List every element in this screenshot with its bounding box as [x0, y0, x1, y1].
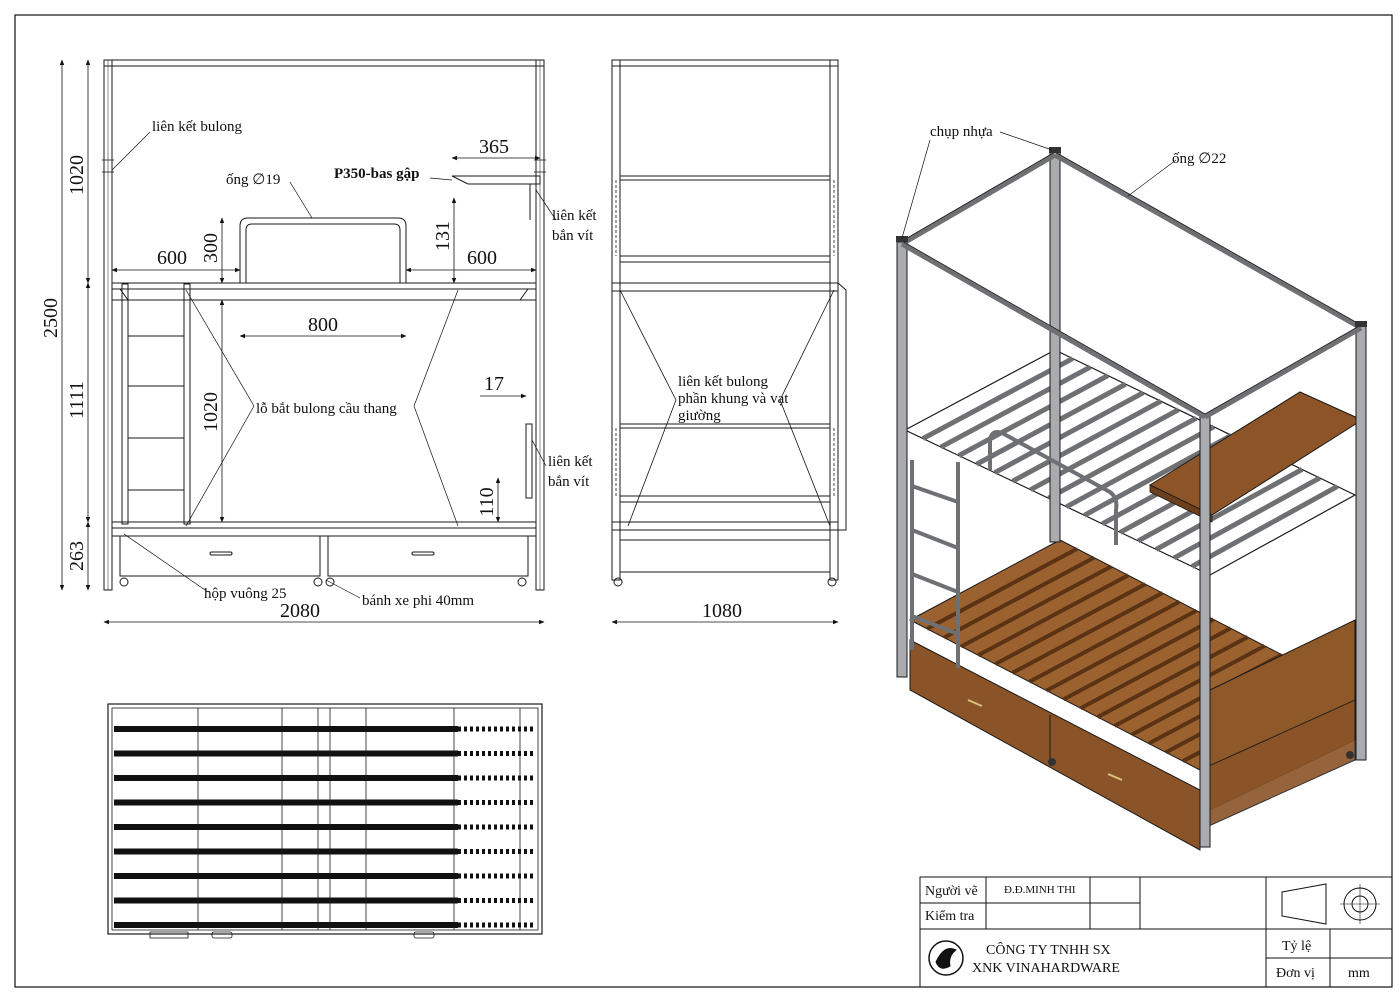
front-view-notes: liên kết bulong ống ∅19 P350-bas gập liê…: [152, 119, 597, 609]
lower-slat: [1062, 617, 1215, 702]
slat: [114, 848, 458, 855]
slat: [114, 799, 458, 806]
note-ladder-bolts: lỗ bắt bulong cầu thang: [256, 401, 397, 417]
lower-slat: [1045, 608, 1198, 693]
lower-slat: [943, 555, 1096, 640]
slat: [114, 775, 458, 781]
dim-left-gap: 600: [157, 247, 187, 269]
dim-middle-height: 1111: [66, 381, 88, 419]
top-view-slats: [114, 726, 536, 928]
lower-slat: [1113, 644, 1266, 728]
note-pipe-22: ống ∅22: [1172, 151, 1226, 167]
upper-slat: [1065, 424, 1216, 509]
dim-guard-height: 300: [200, 233, 222, 263]
lower-slat: [926, 547, 1079, 631]
title-block: [919, 876, 1393, 988]
dim-ladder-height: 1020: [200, 392, 222, 432]
upper-deck-slats: [921, 356, 1339, 569]
slat: [114, 750, 458, 757]
slat: [114, 726, 458, 732]
dim-guard-width: 800: [308, 314, 338, 336]
upper-slat: [1172, 475, 1321, 561]
slat: [114, 824, 458, 830]
upper-slat: [993, 390, 1145, 475]
side-view-dimensions: [611, 289, 839, 625]
upper-slat: [1154, 467, 1304, 552]
title-block-text: Người vẽ Đ.Đ.MINH THI Kiểm tra CÔNG TY T…: [925, 884, 1370, 981]
company-line1: CÔNG TY TNHH SX: [986, 941, 1111, 958]
isometric-leaders: [901, 131, 1177, 239]
note-bolt-joint: liên kết bulong: [152, 119, 242, 135]
slat: [114, 873, 458, 879]
dim-upper-height: 1020: [66, 155, 88, 195]
note-caster: bánh xe phi 40mm: [362, 593, 474, 609]
dim-drawer-gap: 110: [476, 487, 498, 516]
dim-guard-inner: 131: [432, 221, 454, 251]
upper-slat: [1190, 484, 1339, 569]
slat: [114, 922, 458, 928]
lower-slat: [977, 573, 1130, 658]
unit-value: mm: [1348, 966, 1370, 981]
lower-slat: [994, 582, 1147, 666]
lower-slat: [960, 564, 1113, 649]
company-line2: XNK VINAHARDWARE: [972, 961, 1120, 976]
upper-slat: [1011, 398, 1163, 484]
note-plastic-cap: chụp nhựa: [930, 124, 993, 140]
drawn-by-label: Người vẽ: [925, 884, 978, 899]
sheet-border: [14, 14, 1393, 988]
lower-slat: [1028, 600, 1181, 684]
dim-right-gap: 600: [467, 247, 497, 269]
dim-lower-height: 263: [66, 541, 88, 571]
upper-slat: [957, 373, 1110, 458]
dim-overall-length: 2080: [280, 600, 320, 622]
slat: [114, 897, 458, 904]
note-pipe-19: ống ∅19: [226, 172, 280, 188]
front-elevation-view: [102, 59, 546, 591]
dim-total-height: 2500: [40, 298, 62, 338]
upper-slat: [939, 364, 1092, 450]
drawn-by-value: Đ.Đ.MINH THI: [1004, 884, 1076, 896]
side-elevation-view: [611, 59, 847, 587]
unit-label: Đơn vị: [1276, 966, 1315, 981]
upper-slat: [1047, 416, 1198, 501]
dim-side-offset: 17: [484, 373, 504, 395]
checked-label: Kiểm tra: [925, 909, 975, 924]
upper-slat: [921, 356, 1074, 441]
isometric-view: [896, 147, 1367, 851]
top-plan-view: [107, 703, 543, 939]
front-view-leaders: [111, 131, 557, 599]
scale-label: Tỷ lệ: [1282, 939, 1311, 954]
dim-overall-width: 1080: [702, 600, 742, 622]
front-view-dimension-labels: 2500 1020 1111 263 2080 600 600 800 300 …: [40, 136, 509, 622]
lower-slat: [1011, 591, 1164, 675]
dim-shelf-width: 365: [479, 136, 509, 158]
note-square-box: hộp vuông 25: [204, 586, 287, 602]
lower-slat: [1096, 635, 1249, 719]
note-shelf: P350-bas gập: [334, 166, 419, 182]
front-view-dimensions: [59, 59, 545, 625]
